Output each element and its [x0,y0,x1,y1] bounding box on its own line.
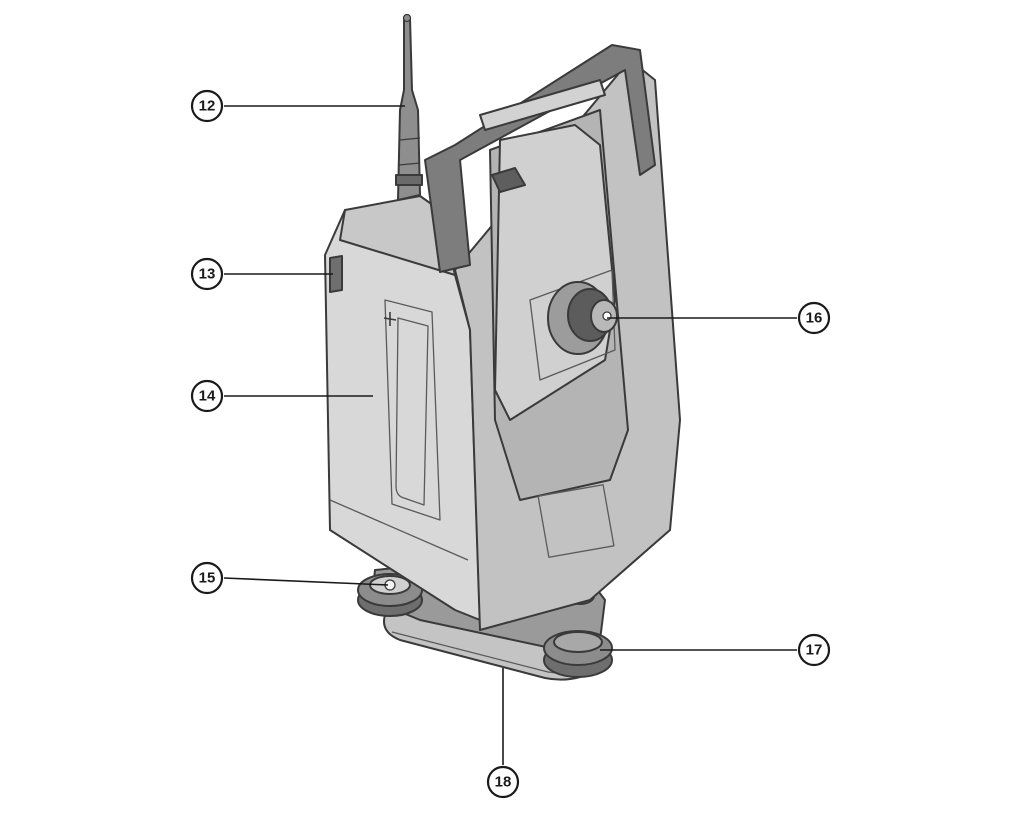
callout-15-label: 15 [199,570,216,587]
leader-lines [223,105,797,765]
handle-frame [424,44,656,273]
carry-handle [424,44,656,273]
callout-12: 12 [190,89,224,123]
callout-14: 14 [190,379,224,413]
side-button [329,255,343,293]
callout-18: 18 [486,765,520,799]
handle-grip [479,79,606,131]
callout-12-label: 12 [199,98,216,115]
focus-knob [547,281,618,355]
callout-15: 15 [190,561,224,595]
callout-18-label: 18 [495,774,512,791]
callout-13: 13 [190,257,224,291]
callout-13-label: 13 [199,266,216,283]
instrument-body [324,59,681,631]
antenna [395,13,423,201]
callout-16-label: 16 [806,310,823,327]
callout-17: 17 [797,633,831,667]
telescope-front [529,269,616,381]
side-panel-inner [395,317,429,506]
callout-17-label: 17 [806,642,823,659]
callout-16: 16 [797,301,831,335]
body-lower-edge [329,499,469,561]
leader-15 [223,577,389,586]
foot-screw-left [357,573,423,617]
side-panel [384,299,441,521]
top-sight [491,167,526,193]
callout-14-label: 14 [199,388,216,405]
crosshair-mark [383,312,397,326]
label-plate [537,484,615,558]
foot-screw-right [543,630,613,678]
